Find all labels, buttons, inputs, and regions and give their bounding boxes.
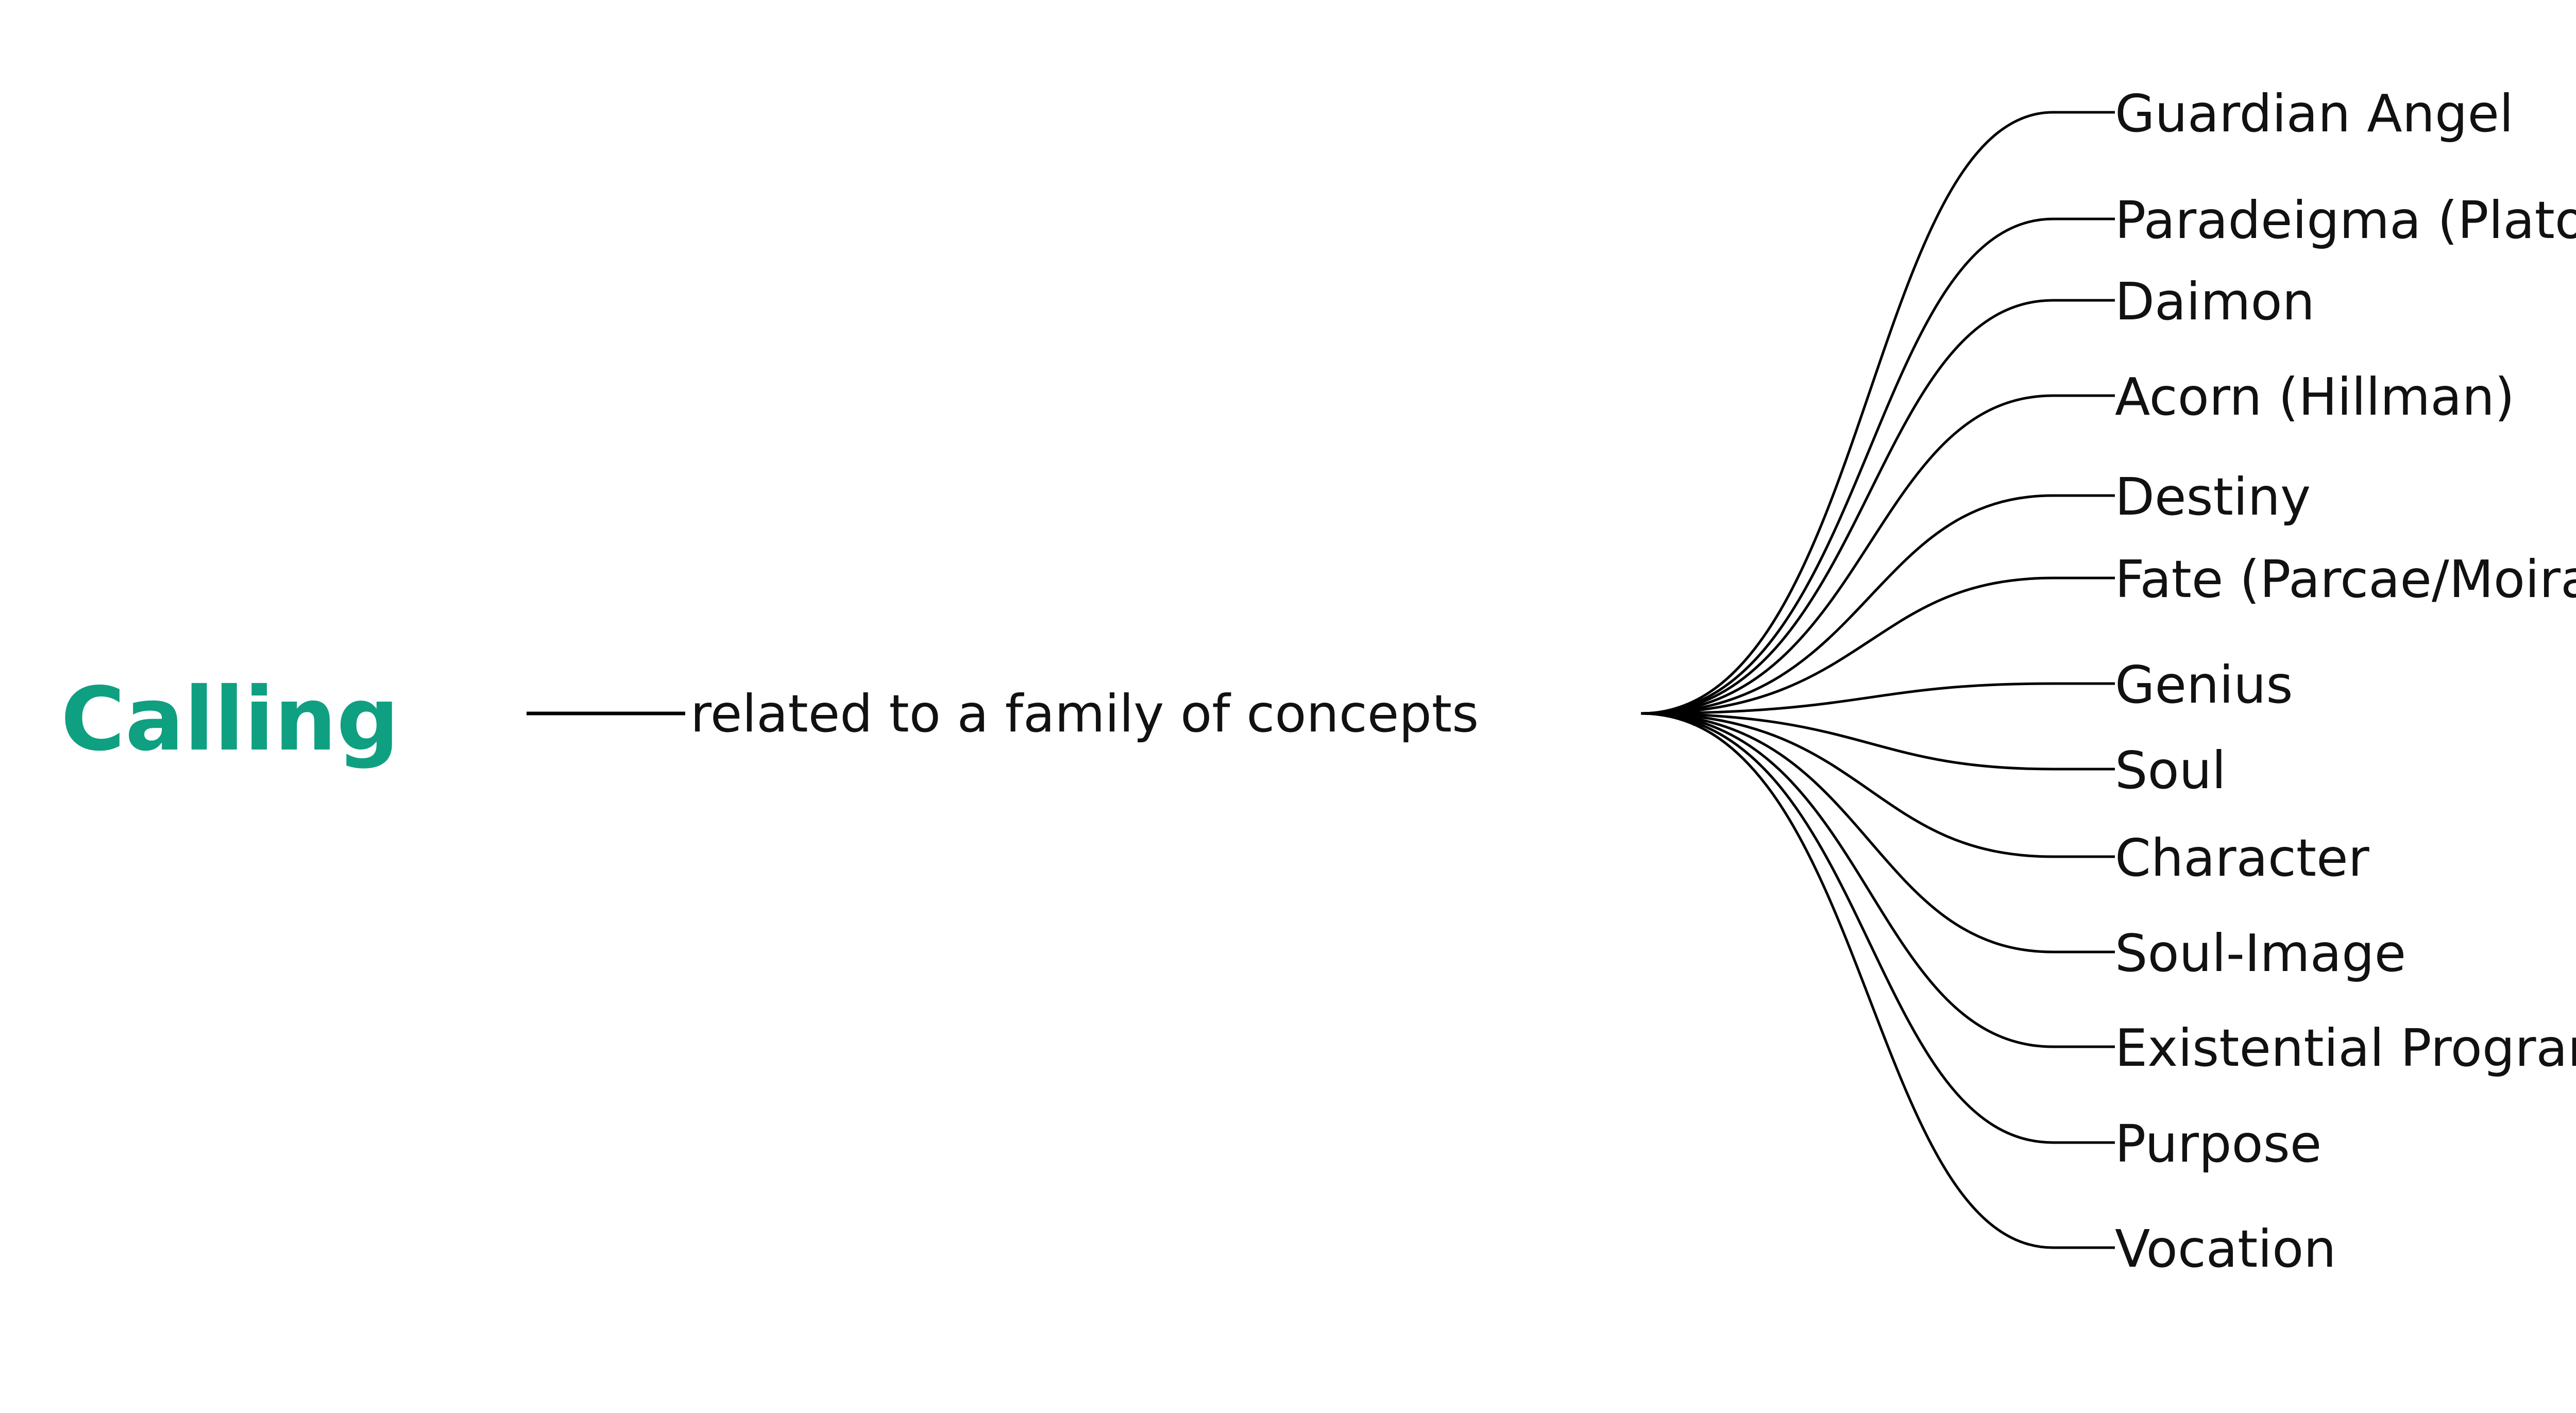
branch-node-fate-parcae-moirai[interactable]: Fate (Parcae/Moirai) — [2115, 549, 2576, 609]
branch-edge — [1640, 494, 2115, 715]
root-node-calling[interactable]: Calling — [61, 669, 399, 771]
branch-node-paradeigma-plato[interactable]: Paradeigma (Plato) — [2115, 190, 2576, 250]
branch-node-acorn-hillman[interactable]: Acorn (Hillman) — [2115, 367, 2515, 427]
branch-edge — [1640, 576, 2115, 715]
branch-node-guardian-angel[interactable]: Guardian Angel — [2115, 83, 2514, 144]
branch-node-purpose[interactable]: Purpose — [2115, 1114, 2321, 1174]
branch-edge — [1640, 712, 2115, 858]
branch-edge — [1640, 682, 2115, 715]
branch-node-character[interactable]: Character — [2115, 828, 2370, 888]
branch-node-genius[interactable]: Genius — [2115, 655, 2293, 715]
branch-edge — [1640, 217, 2115, 715]
relation-label[interactable]: related to a family of concepts — [690, 684, 1479, 744]
branch-edge — [1640, 712, 2115, 1048]
branch-edge — [1640, 712, 2115, 954]
branch-edge — [1640, 394, 2115, 715]
branch-node-daimon[interactable]: Daimon — [2115, 271, 2315, 332]
branch-node-soul[interactable]: Soul — [2115, 740, 2226, 801]
branch-node-vocation[interactable]: Vocation — [2115, 1219, 2336, 1279]
branch-edge — [1640, 712, 2115, 771]
branch-node-existential-program-iac[interactable]: Existential Program (IAC) — [2115, 1018, 2576, 1078]
branch-edge — [1640, 299, 2115, 715]
branch-edge — [1640, 111, 2115, 715]
branch-node-soul-image[interactable]: Soul-Image — [2115, 923, 2406, 983]
branch-edge — [1640, 712, 2115, 1249]
edges-group — [1640, 111, 2115, 1249]
branch-edge — [1640, 712, 2115, 1144]
branch-node-destiny[interactable]: Destiny — [2115, 467, 2311, 527]
